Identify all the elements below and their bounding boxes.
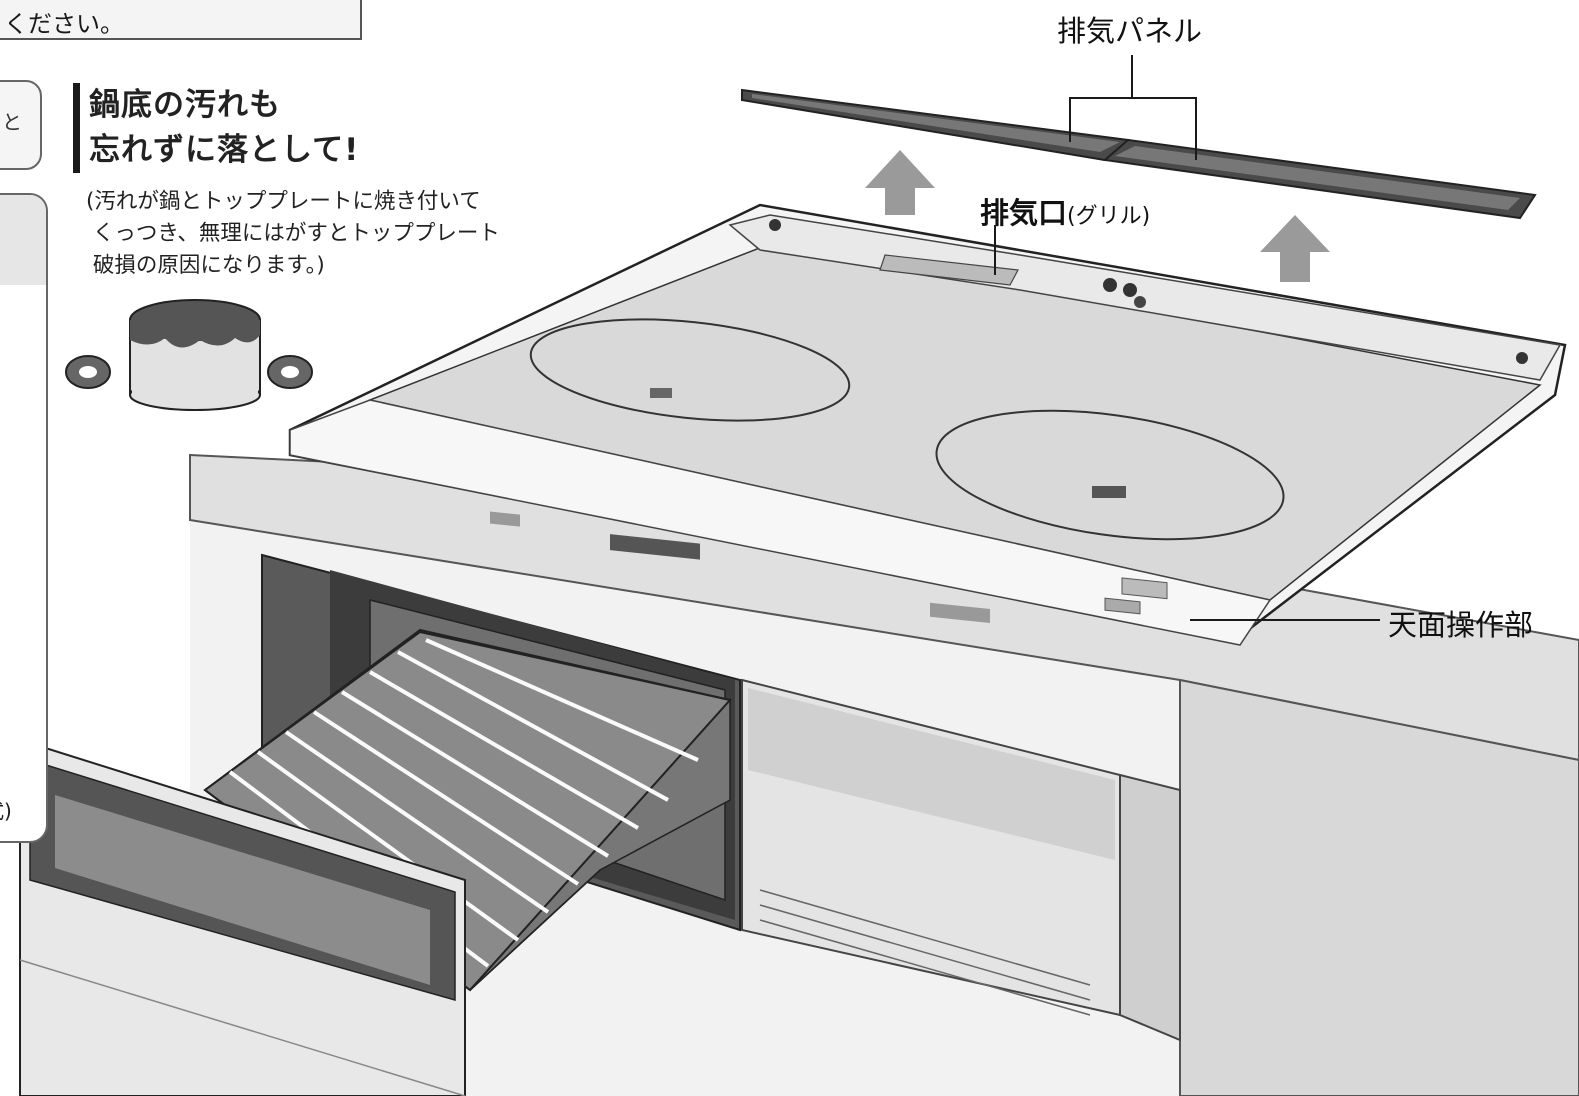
tip-heading-line2: 忘れずに落として! [89, 132, 360, 168]
note-box: ください。 [0, 0, 362, 40]
side-panel-fragment: 式) [0, 799, 12, 823]
tip-heading-line1: 鍋底の汚れも [89, 87, 281, 123]
leader-lines [994, 55, 1380, 621]
side-panel: 式) [0, 193, 48, 843]
note-fragment: ください。 [4, 10, 124, 38]
up-arrow-icon [865, 150, 1330, 282]
tip-heading: 鍋底の汚れも 忘れずに落として! [73, 83, 359, 173]
side-tab: と [0, 80, 42, 170]
tip-description: (汚れが鍋とトッププレートに焼き付いて くっつき、無理にはがすとトッププレート … [86, 189, 500, 278]
label-top-controls: 天面操作部 [1388, 608, 1534, 642]
pot-icon [65, 299, 313, 411]
side-panel-header [0, 195, 46, 285]
label-exhaust-port: 排気口(グリル) [980, 190, 1150, 232]
grill-door [19, 738, 466, 1096]
side-tab-fragment: と [2, 110, 22, 134]
label-exhaust-panel: 排気パネル [1057, 14, 1203, 48]
label-exhaust-port-main: 排気口 [980, 196, 1068, 230]
label-exhaust-port-note: (グリル) [1067, 204, 1151, 229]
top-plate [288, 203, 1567, 646]
exhaust-panel-shape [741, 88, 1537, 220]
grill-side-panel [741, 678, 1181, 1042]
